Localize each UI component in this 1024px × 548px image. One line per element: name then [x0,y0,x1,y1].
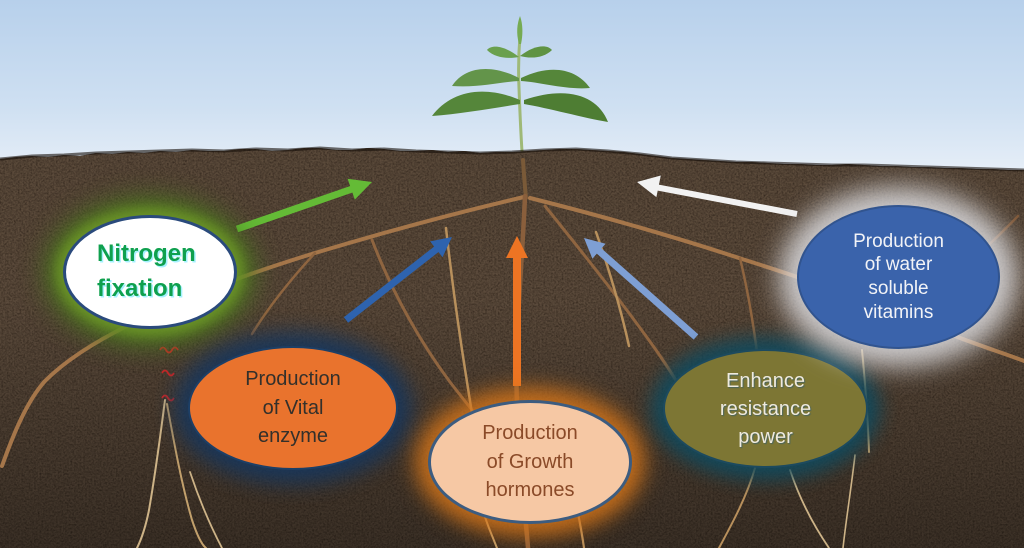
bubble-label-line: Production [482,422,578,445]
plant-leaves [432,16,608,122]
red-squiggle [161,369,175,377]
bubble-label-line: of Growth [486,450,574,473]
bubble-label-line: of water [864,254,933,276]
soil-edge [0,146,1024,172]
bubble-label-line: soluble [868,278,929,299]
bubble-label-line: Production [853,230,944,252]
seedling-plant [432,16,608,167]
bubble-water-soluble-vitamins: Production of water soluble vitamins [797,205,1000,349]
root-path [718,467,756,548]
bubble-label-line: vitamins [863,301,934,323]
plant-stem [517,35,525,167]
arrows-group [235,175,798,386]
dark-blue-arrow [343,237,452,323]
red-squiggle [161,394,175,402]
bubble-label-line: power [738,425,793,448]
white-arrow [637,175,798,217]
bubble-vital-enzyme: Production of Vital enzyme [188,346,398,470]
light-blue-arrow [584,238,699,340]
orange-arrow [506,236,528,386]
root-path [789,469,830,548]
root-path [166,403,207,548]
red-squiggle [159,346,179,354]
squiggle-marks [159,346,179,402]
green-arrow [235,178,372,233]
bubble-growth-hormones: Production of Growth hormones [428,400,632,524]
root-path [189,471,223,548]
bubble-label-line: Production [245,368,341,391]
bubble-label-line: resistance [719,397,812,420]
bubble-label-line: fixation [97,275,183,302]
bubble-label-line: hormones [485,479,575,502]
root-path [136,399,166,548]
bubble-label-line: Enhance [726,369,805,392]
root-path [250,251,317,336]
bubble-label-line: enzyme [257,425,329,448]
bubble-nitrogen-fixation: Nitrogen fixation [63,215,237,329]
bubble-resistance-power: Enhance resistance power [663,349,868,468]
bubble-label-line: of Vital [262,396,324,419]
root-path [842,454,856,548]
bubble-label-line: Nitrogen [97,240,196,268]
